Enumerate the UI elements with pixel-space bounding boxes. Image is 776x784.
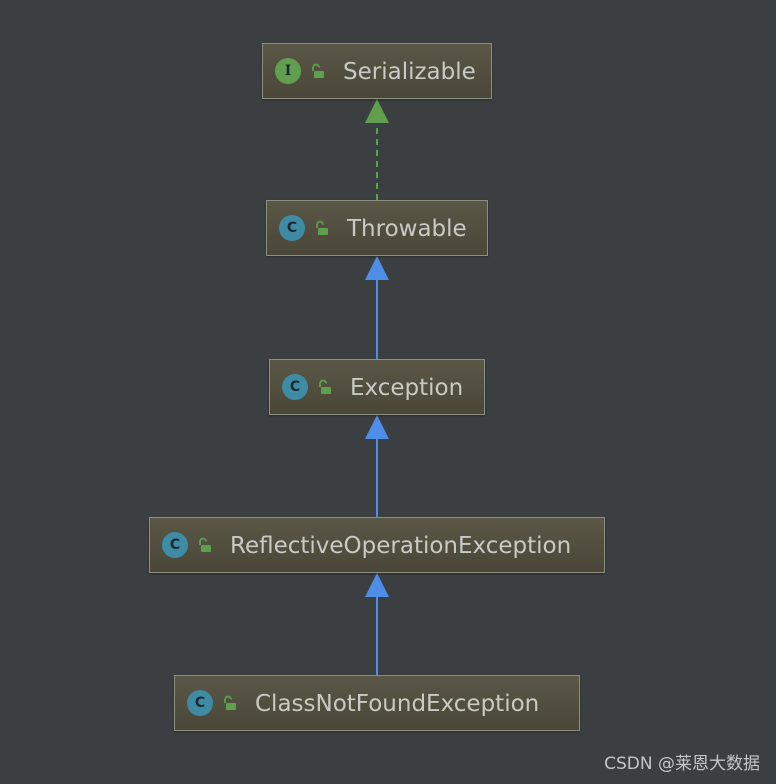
interface-icon: I bbox=[275, 58, 301, 84]
class-icon: C bbox=[282, 374, 308, 400]
arrowhead-throwable-to-serializable bbox=[365, 99, 389, 123]
open-lock-icon bbox=[224, 695, 236, 710]
class-icon: C bbox=[279, 215, 305, 241]
watermark: CSDN @莱恩大数据 bbox=[604, 754, 760, 774]
open-lock-icon bbox=[316, 220, 328, 235]
class-icon: C bbox=[162, 532, 188, 558]
class-icon: C bbox=[187, 690, 213, 716]
node-label: Exception bbox=[350, 375, 464, 401]
node-label: ReflectiveOperationException bbox=[230, 533, 572, 559]
arrowhead-reflective-to-exception bbox=[365, 415, 389, 439]
node-label: Serializable bbox=[343, 59, 476, 85]
node-throwable[interactable]: C Throwable bbox=[266, 200, 488, 256]
node-label: Throwable bbox=[347, 216, 467, 242]
node-label: ClassNotFoundException bbox=[255, 691, 540, 717]
open-lock-icon bbox=[319, 379, 331, 394]
node-exception[interactable]: C Exception bbox=[269, 359, 485, 415]
node-serializable[interactable]: I Serializable bbox=[262, 43, 492, 99]
open-lock-icon bbox=[199, 537, 211, 552]
open-lock-icon bbox=[312, 63, 324, 78]
arrowhead-classnotfound-to-reflective bbox=[365, 573, 389, 597]
node-reflective[interactable]: C ReflectiveOperationException bbox=[149, 517, 605, 573]
node-classnotfound[interactable]: C ClassNotFoundException bbox=[174, 675, 580, 731]
arrowhead-exception-to-throwable bbox=[365, 256, 389, 280]
